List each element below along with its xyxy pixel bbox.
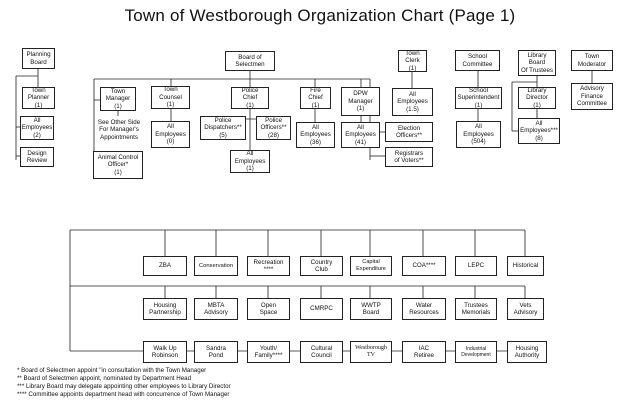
animal-control-box: Animal Control Officer* (1) (93, 151, 143, 179)
housing-partnership-box: Housing Partnership (143, 298, 187, 320)
design-review-box: Design Review (20, 147, 54, 167)
conservation-box: Conservation (194, 256, 238, 276)
industrial-development-box: Industrial Development (455, 341, 497, 363)
footnote: *** Library Board may delegate appointin… (17, 382, 231, 390)
police-chief-box: Police Chief (1) (231, 87, 269, 109)
police-all-employees-box: All Employees (1) (230, 150, 270, 173)
police-dispatchers-box: Police Dispatchers** (5) (200, 116, 246, 140)
country-club-box: Country Club (300, 256, 343, 276)
westborough-tv-box: Westborough TV (350, 341, 392, 363)
library-director-box: Library Director (1) (518, 87, 556, 109)
water-resources-box: Water Resources (402, 298, 446, 320)
iac-retiree-box: IAC Retiree (402, 341, 446, 363)
footnotes: * Board of Selectmen appoint "in consult… (17, 367, 231, 399)
town-clerk-box: Town Clerk (1) (398, 50, 427, 72)
cultural-council-box: Cultural Council (300, 341, 343, 363)
school-committee-box: School Committee (455, 50, 500, 71)
election-officers-box: Election Officers** (385, 122, 433, 142)
see-other-side-box: See Other Side For Manager's Appointment… (96, 116, 142, 144)
library-board-box: Library Board Of Trustees (518, 50, 556, 76)
registrars-box: Registrars of Voters** (385, 147, 433, 167)
counsel-all-employees-box: All Employees (0) (151, 121, 190, 148)
town-planner-box: Town Planner (1) (22, 87, 55, 109)
planning-board-box: Planning Board (22, 48, 55, 69)
footnote: **** Committee appoints department head … (17, 390, 230, 398)
footnote: * Board of Selectmen appoint "in consult… (17, 367, 207, 374)
housing-authority-box: Housing Authority (507, 341, 547, 363)
sandra-pond-box: Sandra Pond (194, 341, 238, 363)
vets-advisory-box: Vets Advisory (507, 298, 544, 320)
town-manager-box: Town Manager (1) (100, 87, 136, 111)
school-all-employees-box: All Employees (504) (456, 121, 501, 148)
lepc-box: LEPC (455, 256, 497, 276)
wwtp-board-box: WWTP Board (350, 298, 392, 320)
zba-box: ZBA (143, 256, 187, 276)
board-of-selectmen-box: Board of Selectmen (225, 51, 275, 71)
fire-all-employees-box: All Employees (36) (296, 122, 335, 148)
walk-up-robinson-box: Walk Up Robinson (143, 341, 187, 363)
planning-all-employees-box: All Employees (2) (20, 116, 54, 140)
open-space-box: Open Space (247, 298, 290, 320)
footnote: ** Board of Selectmen appoint, nominated… (17, 374, 192, 382)
trustees-memorials-box: Trustees Memorials (455, 298, 497, 320)
town-counsel-box: Town Counsel (1) (151, 86, 190, 109)
historical-box: Historical (507, 256, 544, 276)
youth-family-box: Youth/ Family**** (247, 341, 290, 363)
library-all-employees-box: All Employees*** (8) (518, 118, 560, 144)
chart-title: Town of Westborough Organization Chart (… (124, 6, 516, 25)
school-superintendent-box: School Superintendent (1) (455, 87, 502, 109)
police-officers-box: Police Officers** (28) (256, 116, 291, 140)
dpw-manager-box: DPW Manager (1) (341, 87, 380, 116)
fire-chief-box: Fire Chief (1) (300, 87, 331, 109)
advisory-finance-box: Advisory Finance Committee (571, 83, 613, 110)
dpw-all-employees-box: All Employees (41) (341, 122, 380, 148)
mbta-advisory-box: MBTA Advisory (194, 298, 238, 320)
cmrpc-box: CMRPC (300, 298, 343, 320)
recreation-box: Recreation **** (247, 256, 290, 276)
coa-box: COA**** (402, 256, 446, 276)
capital-expenditure-box: Capital Expenditure (350, 256, 392, 276)
clerk-all-employees-box: All Employees (1.5) (392, 88, 433, 116)
town-moderator-box: Town Moderator (571, 50, 613, 71)
